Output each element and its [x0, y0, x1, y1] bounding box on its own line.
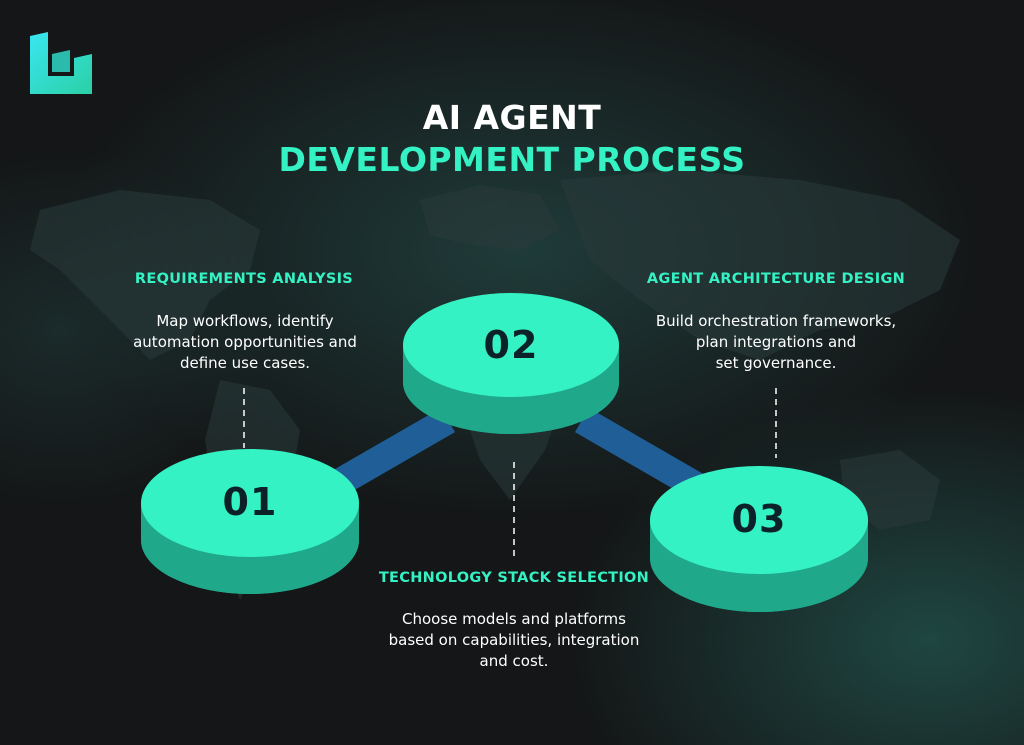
description-line: set governance.	[715, 354, 837, 372]
connector-01-02	[323, 407, 455, 501]
description-line: Build orchestration frameworks,	[655, 312, 897, 330]
title-line-1: AI AGENT	[422, 98, 602, 137]
step-disc-03	[650, 466, 868, 612]
connector-02-03	[574, 407, 706, 500]
title-line-2: DEVELOPMENT PROCESS	[278, 140, 746, 179]
description-line: and cost.	[479, 652, 549, 670]
step-number-02: 02	[483, 323, 539, 367]
step-description-03: Choose models and platforms based on cap…	[340, 609, 688, 672]
description-line: define use cases.	[179, 354, 311, 372]
step-disc-01	[141, 449, 359, 594]
step-heading-03: TECHNOLOGY STACK SELECTION	[378, 570, 650, 586]
step-disc-02	[403, 293, 619, 434]
step-heading-02: AGENT ARCHITECTURE DESIGN	[646, 271, 906, 287]
step-number-03: 03	[731, 497, 787, 541]
description-line: plan integrations and	[695, 333, 857, 351]
step-description-01: Map workflows, identify automation oppor…	[90, 311, 400, 374]
step-description-02: Build orchestration frameworks, plan int…	[616, 311, 936, 374]
description-line: based on capabilities, integration	[388, 631, 640, 649]
step-number-01: 01	[222, 480, 278, 524]
description-line: automation opportunities and	[133, 333, 357, 351]
description-line: Map workflows, identify	[156, 312, 334, 330]
description-line: Choose models and platforms	[402, 610, 626, 628]
brand-logo-icon	[30, 32, 92, 94]
step-heading-01: REQUIREMENTS ANALYSIS	[134, 271, 354, 287]
